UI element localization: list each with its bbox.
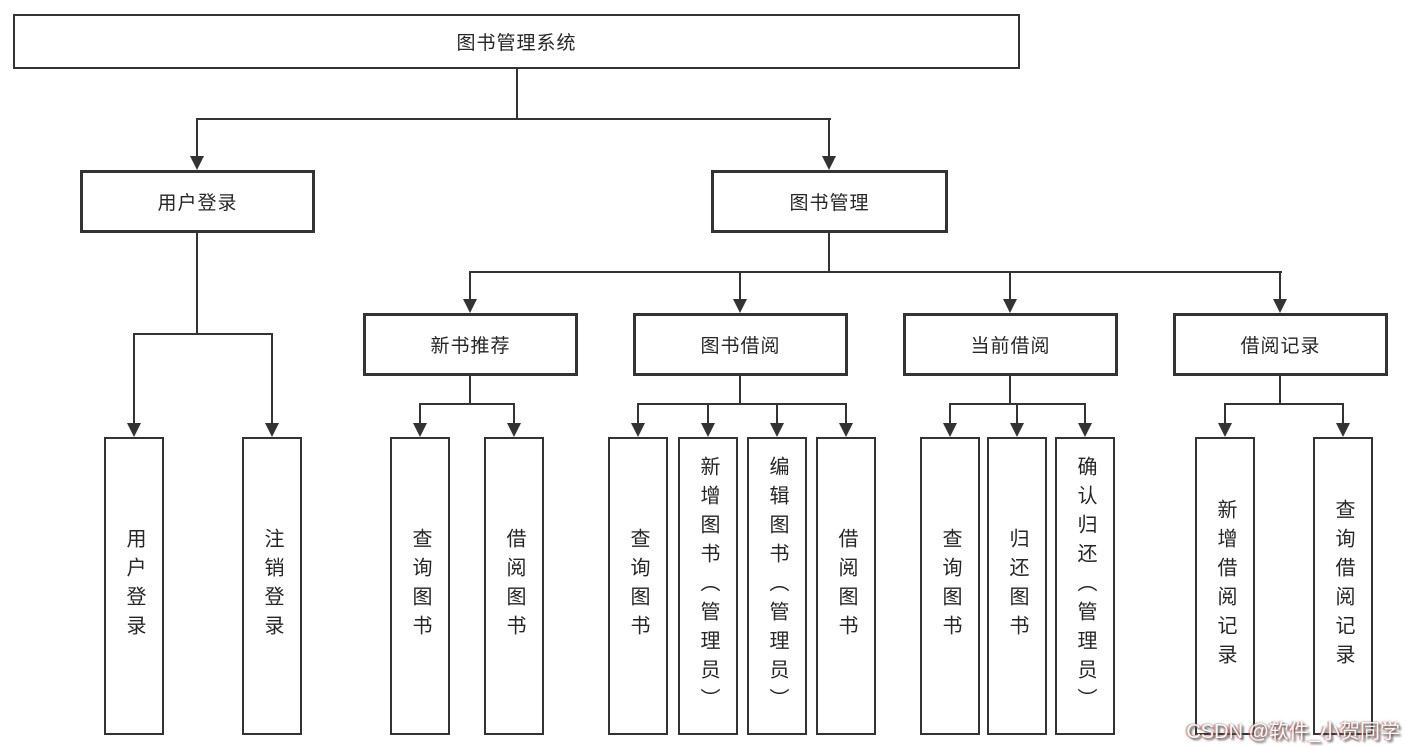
connector-group5-drop-1 <box>1224 403 1226 424</box>
connector-group3-drop-1 <box>637 403 639 424</box>
connector-group4-drop-3 <box>1084 403 1086 424</box>
connector-group5-drop-2 <box>1342 403 1344 424</box>
leaf-borrow-book-label: 借阅图书 <box>835 528 857 644</box>
connector-book-mgmt-drop <box>828 118 830 157</box>
csdn-watermark-text: CSDN @软件_小贺同学 <box>1186 721 1400 743</box>
connector-group1-drop-1 <box>133 333 135 424</box>
arrowhead-leaf-logout <box>265 423 279 437</box>
connector-user-stem <box>196 233 198 334</box>
leaf-add-book-admin: 新增图书（管理员） <box>678 437 738 735</box>
connector-group2-bar <box>419 403 515 405</box>
node-current-borrow-label: 当前借阅 <box>970 336 1051 357</box>
arrowhead-g3-edit <box>770 423 784 437</box>
leaf-borrow-book-recommend-label: 借阅图书 <box>503 528 525 644</box>
connector-level2-bar <box>196 118 831 120</box>
connector-group2-drop-2 <box>513 403 515 424</box>
leaf-query-borrow-record: 查询借阅记录 <box>1313 437 1373 735</box>
arrowhead-current-borrow <box>1003 299 1017 313</box>
node-book-borrow: 图书借阅 <box>633 313 848 376</box>
arrowhead-g2-query <box>413 423 427 437</box>
connector-root-stem <box>516 67 518 119</box>
connector-user-login-drop <box>196 118 198 157</box>
connector-group5-stem <box>1279 376 1281 404</box>
arrowhead-borrow-record <box>1273 299 1287 313</box>
leaf-query-book-borrow: 查询图书 <box>608 437 668 735</box>
leaf-query-book-current-label: 查询图书 <box>939 528 961 644</box>
leaf-add-borrow-record: 新增借阅记录 <box>1195 437 1255 735</box>
connector-group3-drop-3 <box>776 403 778 424</box>
arrowhead-new-book <box>463 299 477 313</box>
connector-level3-drop-2 <box>739 271 741 300</box>
node-current-borrow: 当前借阅 <box>903 313 1118 376</box>
arrowhead-leaf-user-login <box>127 423 141 437</box>
node-borrow-record: 借阅记录 <box>1173 313 1388 376</box>
leaf-user-login: 用户登录 <box>104 437 164 735</box>
leaf-return-book-label: 归还图书 <box>1006 528 1028 644</box>
arrowhead-book-mgmt <box>822 156 836 170</box>
connector-group2-stem <box>469 376 471 404</box>
leaf-query-book-recommend-label: 查询图书 <box>409 528 431 644</box>
leaf-query-borrow-record-label: 查询借阅记录 <box>1332 499 1354 673</box>
connector-group4-drop-1 <box>949 403 951 424</box>
connector-group3-stem <box>739 376 741 404</box>
leaf-logout: 注销登录 <box>242 437 302 735</box>
leaf-user-login-label: 用户登录 <box>123 528 145 644</box>
arrowhead-g5-query <box>1336 423 1350 437</box>
node-book-mgmt-label: 图书管理 <box>789 193 870 214</box>
arrowhead-g2-borrow <box>507 423 521 437</box>
arrowhead-g4-return <box>1010 423 1024 437</box>
connector-level3-drop-4 <box>1279 271 1281 300</box>
leaf-borrow-book: 借阅图书 <box>816 437 876 735</box>
arrowhead-g3-add <box>701 423 715 437</box>
connector-group3-drop-4 <box>845 403 847 424</box>
leaf-query-book-current: 查询图书 <box>920 437 980 735</box>
leaf-confirm-return-admin-label: 确认归还（管理员） <box>1074 455 1096 717</box>
arrowhead-g4-confirm <box>1078 423 1092 437</box>
csdn-watermark: CSDN @软件_小贺同学 <box>1186 715 1400 744</box>
connector-level3-bar <box>469 271 1282 273</box>
leaf-add-borrow-record-label: 新增借阅记录 <box>1214 499 1236 673</box>
leaf-borrow-book-recommend: 借阅图书 <box>484 437 544 735</box>
connector-group4-drop-2 <box>1016 403 1018 424</box>
leaf-return-book: 归还图书 <box>987 437 1047 735</box>
connector-group1-bar <box>133 333 273 335</box>
arrowhead-user-login <box>190 156 204 170</box>
node-borrow-record-label: 借阅记录 <box>1240 336 1321 357</box>
leaf-query-book-recommend: 查询图书 <box>390 437 450 735</box>
connector-group4-stem <box>1009 376 1011 404</box>
leaf-logout-label: 注销登录 <box>261 528 283 644</box>
node-user-login: 用户登录 <box>80 170 315 233</box>
leaf-edit-book-admin: 编辑图书（管理员） <box>747 437 807 735</box>
arrowhead-g5-add <box>1218 423 1232 437</box>
arrowhead-g4-query <box>943 423 957 437</box>
arrowhead-g3-borrow <box>839 423 853 437</box>
leaf-query-book-borrow-label: 查询图书 <box>627 528 649 644</box>
arrowhead-book-borrow <box>733 299 747 313</box>
connector-group5-bar <box>1224 403 1344 405</box>
node-book-borrow-label: 图书借阅 <box>700 336 781 357</box>
connector-group1-drop-2 <box>271 333 273 424</box>
node-root: 图书管理系统 <box>13 14 1020 69</box>
leaf-confirm-return-admin: 确认归还（管理员） <box>1055 437 1115 735</box>
node-new-book-recommend-label: 新书推荐 <box>430 336 511 357</box>
node-book-mgmt: 图书管理 <box>711 170 948 233</box>
node-root-label: 图书管理系统 <box>456 33 577 54</box>
leaf-add-book-admin-label: 新增图书（管理员） <box>697 455 719 717</box>
connector-mgmt-stem <box>828 233 830 272</box>
node-new-book-recommend: 新书推荐 <box>363 313 578 376</box>
leaf-edit-book-admin-label: 编辑图书（管理员） <box>766 455 788 717</box>
connector-group3-drop-2 <box>707 403 709 424</box>
connector-group3-bar <box>637 403 847 405</box>
connector-level3-drop-1 <box>469 271 471 300</box>
node-user-login-label: 用户登录 <box>157 193 238 214</box>
arrowhead-g3-query <box>631 423 645 437</box>
connector-group2-drop-1 <box>419 403 421 424</box>
connector-level3-drop-3 <box>1009 271 1011 300</box>
